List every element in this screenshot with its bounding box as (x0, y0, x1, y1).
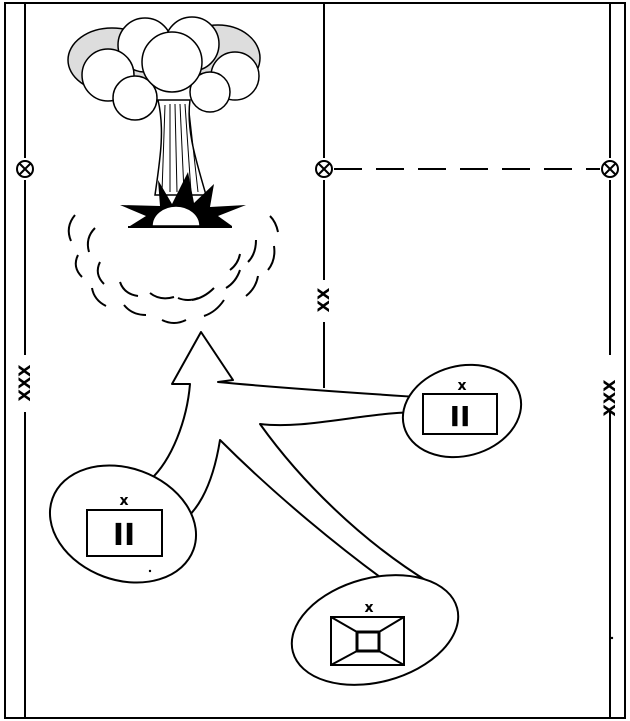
diagram-frame (4, 2, 626, 719)
corps-boundary-label-left: XXX (15, 364, 34, 402)
unit-echelon-symbol: II (450, 400, 471, 433)
attack-arrow-icon (149, 331, 435, 601)
unit-size-indicator: x (457, 378, 466, 394)
speck (148, 569, 152, 573)
armored-unit-symbol (330, 616, 405, 666)
right-corps-boundary: XXX (600, 3, 619, 718)
unit-bottom: x (290, 574, 460, 686)
unit-size-indicator: x (364, 600, 373, 616)
corps-boundary-label-right: XXX (600, 379, 619, 417)
unit-right: x II (401, 363, 523, 459)
nuclear-burst-icon (67, 16, 261, 228)
unit-symbol-box (422, 393, 498, 435)
unit-symbol-box (86, 509, 163, 557)
left-corps-boundary: XXX (15, 3, 34, 718)
control-point-icon (16, 160, 34, 178)
speck (610, 636, 614, 640)
division-boundary: XX (314, 3, 333, 388)
control-point-icon (601, 160, 619, 178)
unit-size-indicator: x (119, 493, 128, 509)
blast-area-icon (67, 214, 279, 324)
unit-echelon-symbol: II (113, 518, 135, 553)
division-boundary-label: XX (314, 287, 333, 312)
control-point-icon (315, 160, 333, 178)
unit-left: x II (48, 464, 198, 584)
